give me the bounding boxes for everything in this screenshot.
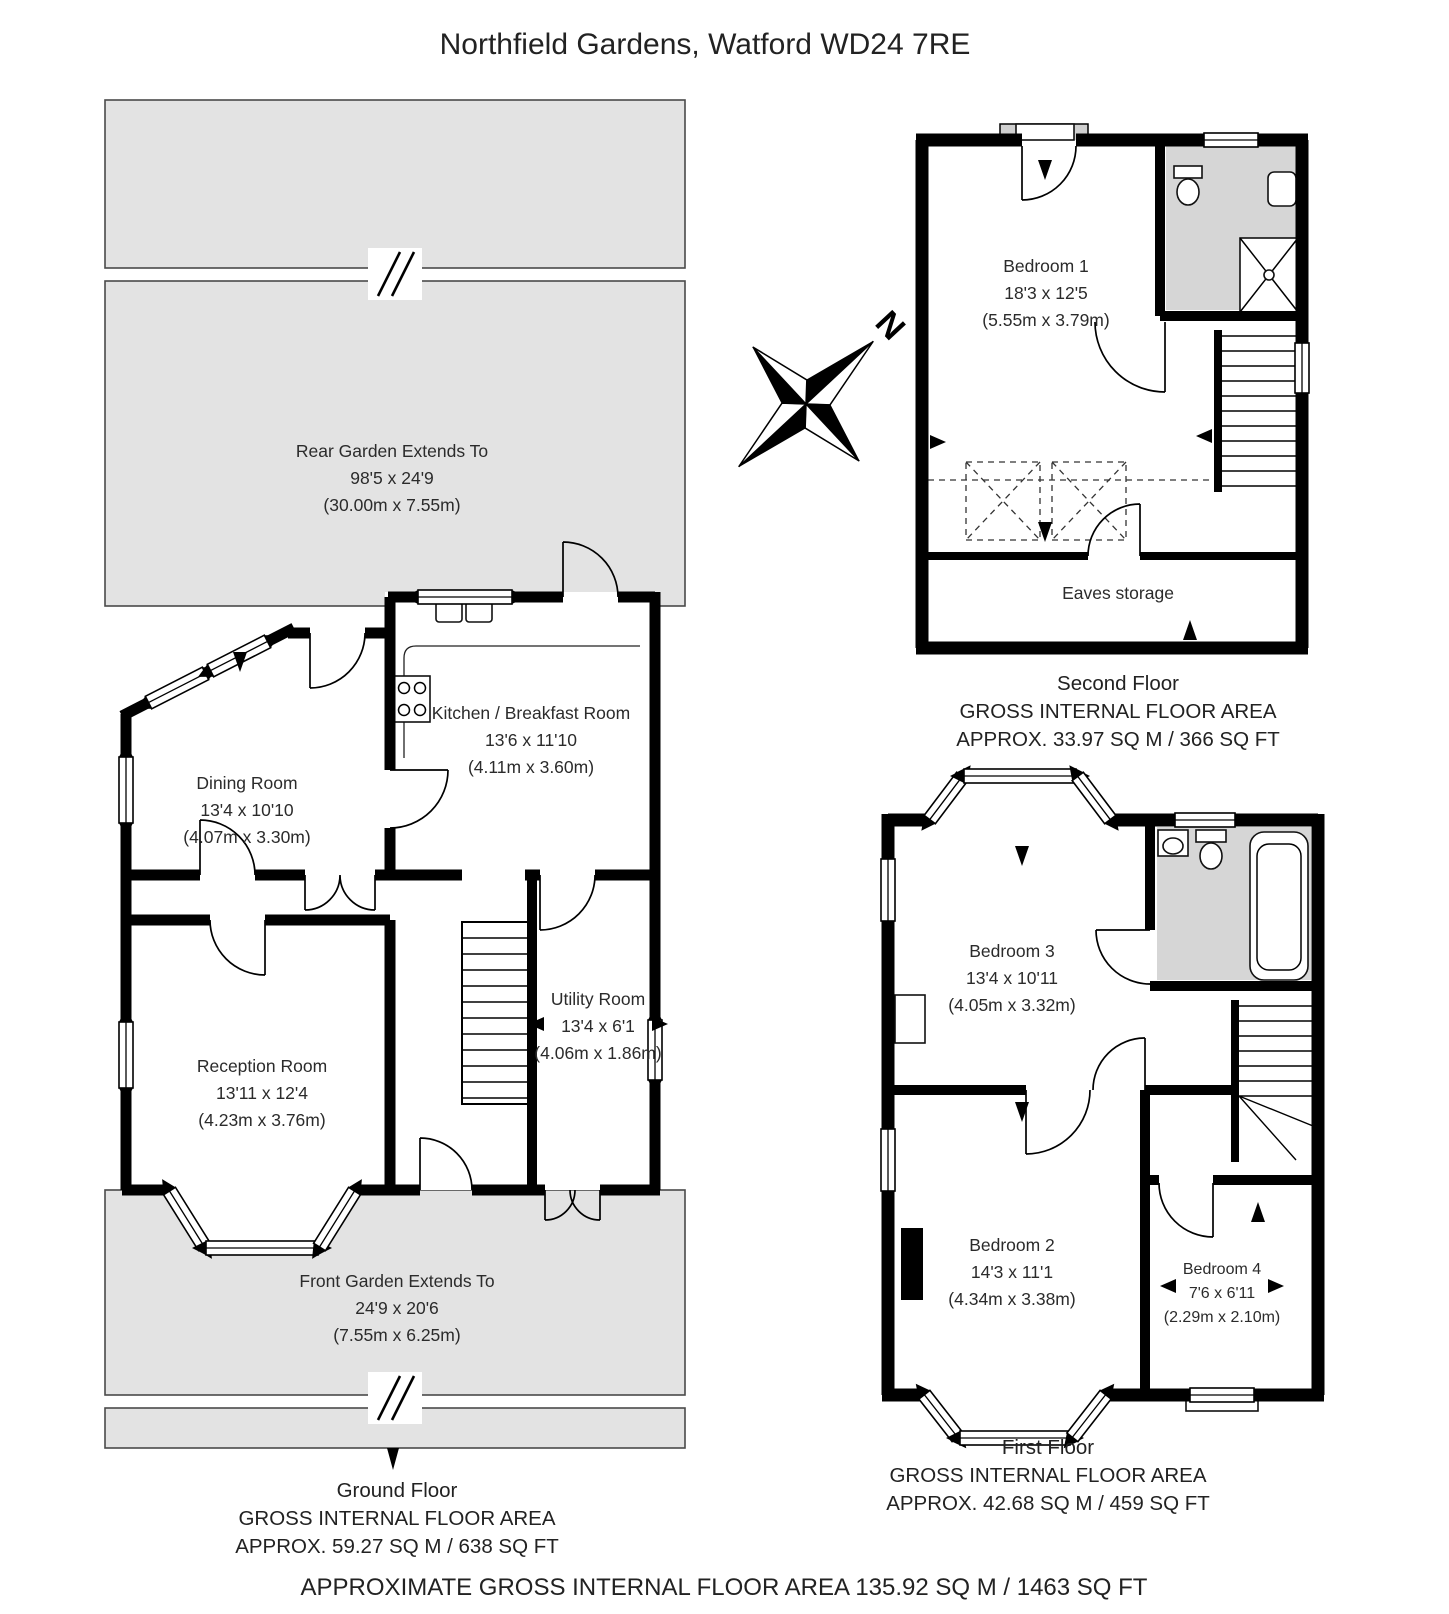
room-dims-metric: (4.34m x 3.38m) [948,1289,1076,1309]
room-dims-metric: (5.55m x 3.79m) [982,310,1110,330]
bedroom3-label: Bedroom 3 13'4 x 10'11 (4.05m x 3.32m) [948,938,1075,1019]
page-title: Northfield Gardens, Watford WD24 7RE [439,28,971,61]
ground-measure-arrows [233,652,668,1470]
garden-name: Rear Garden Extends To [295,441,489,461]
shower-icon [1239,237,1299,313]
room-dims-imperial: 13'4 x 6'1 [561,1016,635,1036]
room-dims-metric: (4.06m x 1.86m) [534,1043,662,1063]
door-sill-icon [1015,123,1075,141]
first-doors [1025,929,1214,1238]
kitchen-sink-icon [435,601,493,623]
ground-floor-plan [104,99,686,1470]
floor-area-value: APPROX. 33.97 SQ M / 366 SQ FT [956,728,1280,751]
floor-name: Ground Floor [336,1479,458,1502]
first-measure-arrows [1015,846,1284,1293]
room-dims-imperial: 13'11 x 12'4 [215,1083,308,1103]
floor-area-value: APPROX. 42.68 SQ M / 459 SQ FT [886,1492,1210,1515]
second-windows [1190,132,1310,407]
room-dims-imperial: 7'6 x 6'11 [1188,1285,1256,1302]
bedroom2-label: Bedroom 2 14'3 x 11'1 (4.34m x 3.38m) [948,1232,1075,1313]
sink-icon [1157,829,1189,857]
north-icon: N [868,304,913,348]
garden-break-icon [376,251,416,297]
garden-dims-metric: (30.00m x 7.55m) [323,495,461,515]
room-name: Bedroom 2 [969,1235,1055,1255]
reception-room-label: Reception Room 13'11 x 12'4 (4.23m x 3.7… [197,1053,327,1134]
room-dims-imperial: 13'4 x 10'10 [200,800,294,820]
room-dims-metric: (4.07m x 3.30m) [183,827,311,847]
room-dims-imperial: 13'6 x 11'10 [484,730,577,750]
room-name: Kitchen / Breakfast Room [431,703,631,723]
first-windows [880,765,1268,1449]
room-dims-metric: (2.29m x 2.10m) [1163,1309,1281,1326]
second-floor-plan [915,123,1310,655]
second-floor-label: Second Floor GROSS INTERNAL FLOOR AREA A… [956,670,1280,754]
garden-dims-imperial: 98'5 x 24'9 [350,468,434,488]
toilet-icon [1195,829,1227,870]
room-name: Eaves storage [1062,583,1174,603]
room-name: Dining Room [196,773,298,793]
room-dims-imperial: 14'3 x 11'1 [970,1262,1054,1282]
garden-dims-imperial: 24'9 x 20'6 [355,1298,439,1318]
room-dims-imperial: 18'3 x 12'5 [1004,283,1088,303]
kitchen-label: Kitchen / Breakfast Room 13'6 x 11'10 (4… [432,700,630,781]
total-area-footer: APPROXIMATE GROSS INTERNAL FLOOR AREA 13… [300,1574,1148,1601]
first-floor-label: First Floor GROSS INTERNAL FLOOR AREA AP… [886,1434,1210,1518]
bathtub-icon [1249,831,1309,981]
room-dims-metric: (4.05m x 3.32m) [948,995,1076,1015]
floor-name: Second Floor [1057,672,1179,695]
eaves-storage-label: Eaves storage [1062,580,1174,607]
toilet-icon [1173,165,1203,206]
ground-floor-label: Ground Floor GROSS INTERNAL FLOOR AREA A… [235,1477,559,1561]
second-stairs [1222,335,1302,487]
chimney-recess-icon [894,994,926,1044]
room-dims-imperial: 13'4 x 10'11 [966,968,1058,988]
hob-icon [393,675,431,723]
bedroom1-label: Bedroom 1 18'3 x 12'5 (5.55m x 3.79m) [982,253,1109,334]
floor-name: First Floor [1001,1436,1095,1459]
floor-area-heading: GROSS INTERNAL FLOOR AREA [959,700,1277,723]
rear-garden-label: Rear Garden Extends To 98'5 x 24'9 (30.0… [296,438,488,519]
garden-name: Front Garden Extends To [299,1271,495,1291]
compass-rose: N [738,304,913,468]
room-dims-metric: (4.23m x 3.76m) [198,1110,326,1130]
sink-icon [1267,171,1297,207]
second-doors [1021,145,1166,557]
room-name: Utility Room [550,989,646,1009]
ground-windows [118,589,663,1259]
floor-area-heading: GROSS INTERNAL FLOOR AREA [889,1464,1207,1487]
garden-break-icon [376,1375,416,1421]
room-name: Bedroom 3 [969,941,1055,961]
chimney-breast-icon [901,1228,923,1300]
bedroom4-label: Bedroom 4 7'6 x 6'11 (2.29m x 2.10m) [1164,1258,1280,1330]
dining-room-label: Dining Room 13'4 x 10'10 (4.07m x 3.30m) [183,770,310,851]
first-stairs [1238,1005,1319,1161]
front-garden-label: Front Garden Extends To 24'9 x 20'6 (7.5… [299,1268,494,1349]
eaves-wardrobe-icons [928,461,1218,541]
ground-doors [199,541,619,1221]
room-name: Bedroom 1 [1003,256,1089,276]
garden-dims-metric: (7.55m x 6.25m) [333,1325,461,1345]
rear-garden-area [104,99,686,607]
room-dims-metric: (4.11m x 3.60m) [467,757,595,777]
utility-room-label: Utility Room 13'4 x 6'1 (4.06m x 1.86m) [534,986,661,1067]
first-floor-plan [880,765,1325,1449]
room-name: Bedroom 4 [1182,1261,1262,1278]
second-measure-arrows [930,160,1212,640]
ground-walls [119,591,661,1252]
floor-area-value: APPROX. 59.27 SQ M / 638 SQ FT [235,1535,559,1558]
room-name: Reception Room [196,1056,328,1076]
floor-area-heading: GROSS INTERNAL FLOOR AREA [238,1507,556,1530]
kitchen-counter-icon [403,645,640,758]
